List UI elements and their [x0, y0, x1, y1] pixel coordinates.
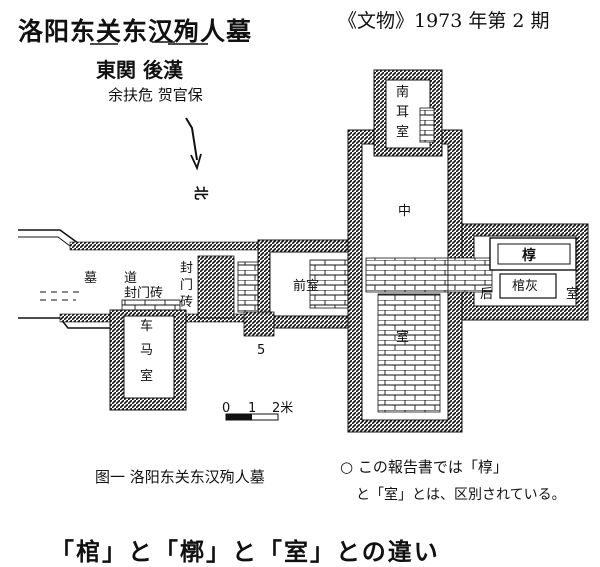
scale-zero: 0	[222, 401, 230, 416]
label-middle: 中	[398, 204, 411, 219]
label-tomb-path-right: 道	[124, 271, 137, 286]
main-chamber	[347, 129, 463, 433]
label-middle-room: 室	[396, 329, 409, 345]
north-arrow	[185, 117, 202, 171]
scale-two: 2米	[272, 401, 293, 416]
north-label: 北	[192, 186, 208, 200]
label-seal-bricks-h: 封门砖	[124, 286, 163, 301]
chariot-room	[109, 309, 187, 411]
bottom-handwritten-note: 「棺」と「槨」と「室」との違い	[50, 538, 440, 566]
label-seal-v1: 封	[180, 261, 193, 276]
seal-bricks-vertical	[197, 255, 235, 319]
label-rear: 后	[480, 287, 493, 302]
handwritten-note: 東関 後漢	[96, 58, 183, 82]
label-chariot-3: 室	[140, 368, 153, 384]
label-seal-v3: 砖	[180, 295, 193, 310]
label-south-ear-1: 南	[396, 84, 409, 100]
authors: 余扶危 贺官保	[108, 86, 203, 104]
handwritten-annotation-line1: ○ この報告書では「椁」	[340, 458, 508, 476]
handwritten-annotation-line2: と「室」とは、区別されている。	[356, 487, 566, 503]
scale-bar	[225, 413, 279, 421]
label-chariot-1: 车	[140, 318, 153, 334]
label-tomb-path-left: 墓	[84, 271, 97, 286]
south-ear-room	[373, 69, 443, 157]
page-title: 洛阳东关东汉殉人墓	[18, 17, 253, 46]
title-underlines	[90, 41, 208, 45]
label-rear-room: 室	[566, 286, 579, 302]
figure-caption: 图一 洛阳东关东汉殉人墓	[95, 468, 265, 486]
label-seal-v2: 门	[180, 278, 193, 293]
scale-one: 1	[248, 401, 256, 416]
label-south-ear-3: 室	[396, 124, 409, 140]
label-coffin-ash: 棺灰	[512, 279, 538, 294]
label-front-room: 前室	[293, 278, 319, 294]
section-marker: 5	[257, 343, 265, 358]
label-outer-coffin: 椁	[522, 247, 536, 264]
label-south-ear-2: 耳	[396, 105, 409, 120]
label-chariot-2: 马	[140, 343, 153, 358]
rear-room	[447, 223, 589, 321]
source-citation: 《文物》1973 年第 2 期	[338, 10, 550, 32]
